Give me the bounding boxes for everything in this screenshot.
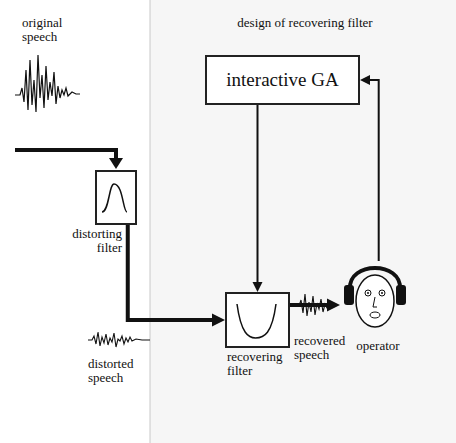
process-box: interactive GA <box>205 55 360 105</box>
ear-cup <box>396 285 406 305</box>
cup-icon <box>227 294 288 346</box>
region-border <box>150 0 151 443</box>
input-line <box>15 150 116 160</box>
region-title: design of recovering filter <box>160 16 450 30</box>
arrowhead-to <box>360 75 370 85</box>
filter-box: distorting filter <box>95 170 137 225</box>
design-region <box>150 0 456 443</box>
filter-box: recovering filter <box>225 292 290 348</box>
face <box>356 275 394 327</box>
ear-cup <box>344 285 354 305</box>
bell-icon <box>97 172 135 223</box>
node-caption: recovering filter <box>227 350 297 378</box>
input-arrowhead <box>109 158 123 169</box>
nose <box>373 297 377 307</box>
arrowhead-to <box>327 299 340 312</box>
feedback-connector <box>368 80 379 261</box>
bandpass-curve <box>102 184 127 212</box>
signal-connector <box>128 225 214 320</box>
node-caption: operator <box>348 339 408 353</box>
pupil <box>381 292 383 294</box>
pupil <box>367 292 369 294</box>
eye <box>379 290 385 296</box>
arrowhead-to <box>212 314 225 327</box>
operator-icon <box>338 255 412 335</box>
eye <box>365 290 371 296</box>
box-title: interactive GA <box>226 69 338 91</box>
original-waveform <box>15 55 80 112</box>
mouth <box>370 312 380 318</box>
arrowhead-to <box>253 282 263 292</box>
node-caption: distorting filter <box>66 227 122 255</box>
signal-label: recovered speech <box>294 334 354 362</box>
recovering-curve <box>237 304 276 338</box>
signal-label: distorted speech <box>88 357 148 385</box>
signal-connector <box>290 303 329 307</box>
operator-figure: operator <box>338 255 412 335</box>
signal-label: original speech <box>22 16 82 44</box>
distorted-waveform <box>88 332 150 347</box>
control-connector <box>257 105 259 284</box>
